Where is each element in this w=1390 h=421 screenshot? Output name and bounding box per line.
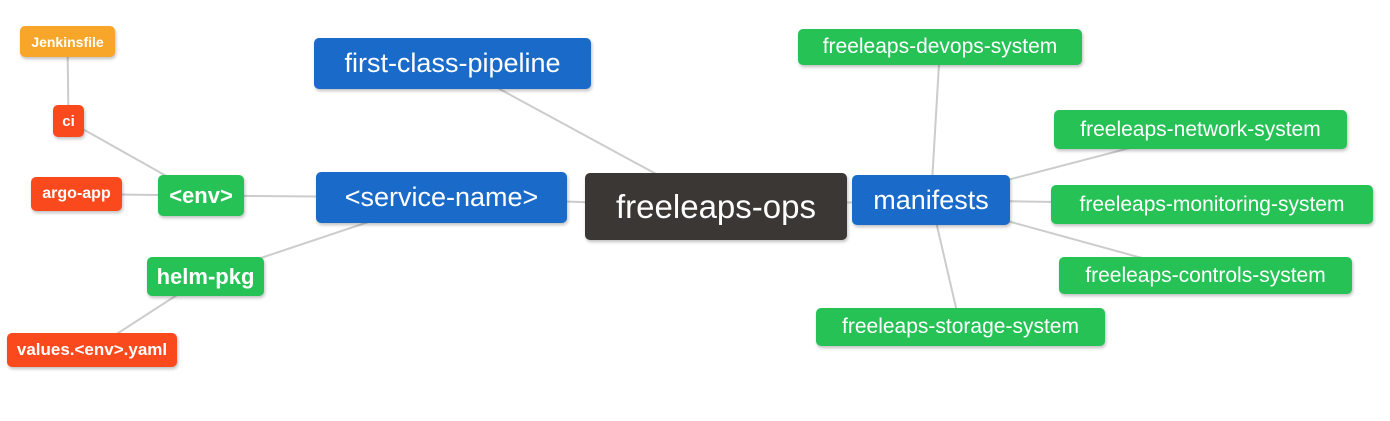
node-label: ci xyxy=(62,112,75,130)
node-manifests[interactable]: manifests xyxy=(852,175,1010,225)
node-label: Jenkinsfile xyxy=(31,33,104,50)
node-label: <service-name> xyxy=(344,182,539,212)
node-label: manifests xyxy=(873,184,989,215)
node-freeleaps-storage-system[interactable]: freeleaps-storage-system xyxy=(816,308,1105,346)
node-first-class-pipeline[interactable]: first-class-pipeline xyxy=(314,38,591,89)
node-label: freeleaps-ops xyxy=(616,187,816,225)
node-helm-pkg[interactable]: helm-pkg xyxy=(147,257,264,296)
node-label: freeleaps-storage-system xyxy=(842,315,1079,338)
node-label: freeleaps-network-system xyxy=(1080,117,1321,141)
node-argo-app[interactable]: argo-app xyxy=(31,177,122,211)
node-label: freeleaps-devops-system xyxy=(822,35,1058,58)
node-freeleaps-monitoring-system[interactable]: freeleaps-monitoring-system xyxy=(1051,185,1373,224)
node-freeleaps-ops-root[interactable]: freeleaps-ops xyxy=(585,173,847,240)
node-label: argo-app xyxy=(42,185,111,202)
edge-line xyxy=(930,46,941,201)
node-env[interactable]: <env> xyxy=(158,175,244,216)
node-freeleaps-controls-system[interactable]: freeleaps-controls-system xyxy=(1059,257,1352,294)
node-label: freeleaps-controls-system xyxy=(1085,263,1326,287)
node-jenkinsfile[interactable]: Jenkinsfile xyxy=(20,26,115,57)
node-label: values.<env>.yaml xyxy=(16,340,168,359)
node-label: helm-pkg xyxy=(156,263,255,289)
node-service-name[interactable]: <service-name> xyxy=(316,172,567,223)
node-label: <env> xyxy=(169,182,233,208)
node-ci[interactable]: ci xyxy=(53,105,84,137)
node-freeleaps-devops-system[interactable]: freeleaps-devops-system xyxy=(798,29,1082,65)
node-label: first-class-pipeline xyxy=(344,48,561,78)
node-values-env-yaml[interactable]: values.<env>.yaml xyxy=(7,333,177,367)
node-label: freeleaps-monitoring-system xyxy=(1079,192,1345,216)
node-freeleaps-network-system[interactable]: freeleaps-network-system xyxy=(1054,110,1347,149)
